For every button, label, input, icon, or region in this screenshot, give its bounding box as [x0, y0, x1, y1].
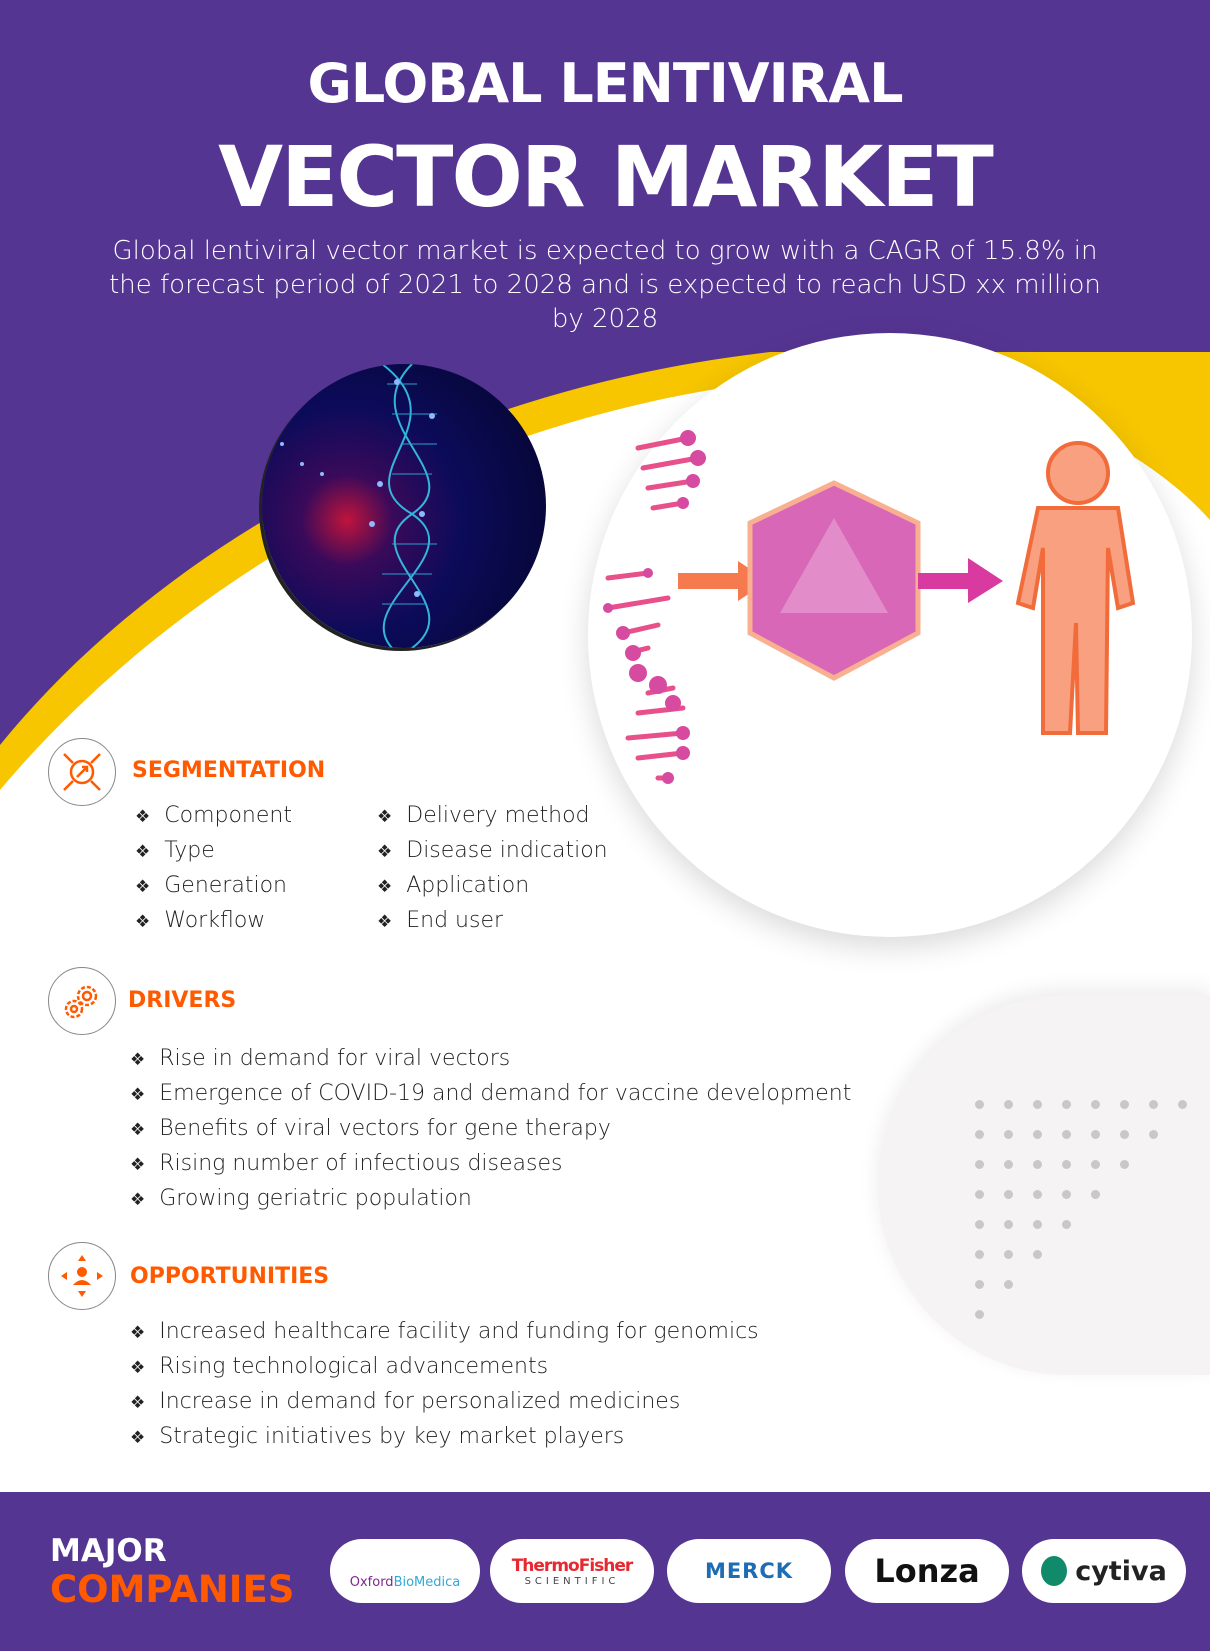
list-item: Increased healthcare facility and fundin…	[130, 1314, 758, 1349]
logo-text: Lonza	[874, 1552, 980, 1590]
dot	[1091, 1100, 1100, 1109]
dot	[975, 1250, 984, 1259]
list-item: Rising technological advancements	[130, 1349, 759, 1384]
dot	[1149, 1100, 1158, 1109]
list-item: Strategic initiatives by key market play…	[130, 1419, 759, 1454]
logo-thermo-fisher: ThermoFisher SCIENTIFIC	[490, 1539, 654, 1603]
logo-oxford-biomedica: OxfordBioMedica	[330, 1539, 480, 1603]
logo-text: SCIENTIFIC	[524, 1575, 620, 1587]
dot	[1120, 1100, 1129, 1109]
list-item: Component	[135, 798, 292, 833]
dot	[1091, 1190, 1100, 1199]
dot	[1062, 1190, 1071, 1199]
dot	[1004, 1250, 1013, 1259]
title-line1: GLOBAL LENTIVIRAL	[307, 52, 904, 115]
list-item: Growing geriatric population	[130, 1181, 851, 1216]
dot	[975, 1130, 984, 1139]
drivers-list: Rise in demand for viral vectors Emergen…	[130, 1041, 851, 1216]
list-item: Benefits of viral vectors for gene thera…	[130, 1111, 851, 1146]
dot	[1004, 1280, 1013, 1289]
logo-merck: MERCK	[667, 1539, 831, 1603]
list-item: Increase in demand for personalized medi…	[130, 1384, 759, 1419]
dot	[1033, 1250, 1042, 1259]
dot	[1149, 1130, 1158, 1139]
dot	[1033, 1100, 1042, 1109]
dot	[1062, 1100, 1071, 1109]
dot	[1062, 1160, 1071, 1169]
major-label: MAJOR	[50, 1533, 167, 1569]
dot	[1120, 1130, 1129, 1139]
drivers-title: DRIVERS	[128, 988, 237, 1013]
cytiva-mark-icon	[1041, 1556, 1068, 1586]
dot	[1033, 1190, 1042, 1199]
dot	[1033, 1160, 1042, 1169]
list-item: End user	[377, 903, 608, 938]
list-item: Application	[377, 868, 608, 903]
list-item: Delivery method	[377, 798, 608, 833]
opportunities-list: Increased healthcare facility and fundin…	[130, 1314, 759, 1454]
dot	[1120, 1160, 1129, 1169]
dot	[1004, 1100, 1013, 1109]
gears-icon	[48, 967, 116, 1035]
dot	[1062, 1130, 1071, 1139]
opportunities-title: OPPORTUNITIES	[130, 1264, 330, 1289]
segmentation-list-1: Component Type Generation Workflow	[135, 798, 292, 938]
dot	[1091, 1160, 1100, 1169]
logo-text: MERCK	[704, 1559, 794, 1583]
dot	[1033, 1130, 1042, 1139]
dot	[975, 1160, 984, 1169]
segmentation-icon	[48, 738, 116, 806]
companies-label: COMPANIES	[50, 1568, 295, 1611]
dot	[1178, 1100, 1187, 1109]
dot	[1004, 1220, 1013, 1229]
list-item: Rising number of infectious diseases	[130, 1146, 851, 1181]
dot	[975, 1100, 984, 1109]
logo-cytiva: cytiva	[1022, 1539, 1186, 1603]
person-arrows-icon	[48, 1242, 116, 1310]
logo-text: Oxford	[349, 1574, 394, 1590]
list-item: Generation	[135, 868, 292, 903]
gene-therapy-illustration	[588, 333, 1192, 937]
list-item: Rise in demand for viral vectors	[130, 1041, 851, 1076]
logo-text: BioMedica	[393, 1574, 461, 1590]
dot	[1062, 1220, 1071, 1229]
title-line2: VECTOR MARKET	[218, 128, 994, 226]
logo-text: ThermoFisher	[511, 1555, 634, 1576]
list-item: Emergence of COVID-19 and demand for vac…	[130, 1076, 851, 1111]
dot	[975, 1280, 984, 1289]
decorative-circle	[878, 995, 1210, 1375]
list-item: Type	[135, 833, 292, 868]
dot	[975, 1190, 984, 1199]
subtitle: Global lentiviral vector market is expec…	[109, 236, 1101, 334]
list-item: Disease indication	[377, 833, 607, 868]
dot	[1091, 1130, 1100, 1139]
logo-lonza: Lonza	[845, 1539, 1009, 1603]
dot	[1004, 1160, 1013, 1169]
dot	[975, 1310, 984, 1319]
logo-text: cytiva	[1075, 1555, 1167, 1587]
segmentation-title: SEGMENTATION	[132, 758, 326, 783]
segmentation-list-2: Delivery method Disease indication Appli…	[377, 798, 608, 938]
dot	[975, 1220, 984, 1229]
list-item: Workflow	[135, 903, 292, 938]
dot	[1004, 1130, 1013, 1139]
dna-image	[262, 364, 546, 648]
dot	[1004, 1190, 1013, 1199]
dot	[1033, 1220, 1042, 1229]
